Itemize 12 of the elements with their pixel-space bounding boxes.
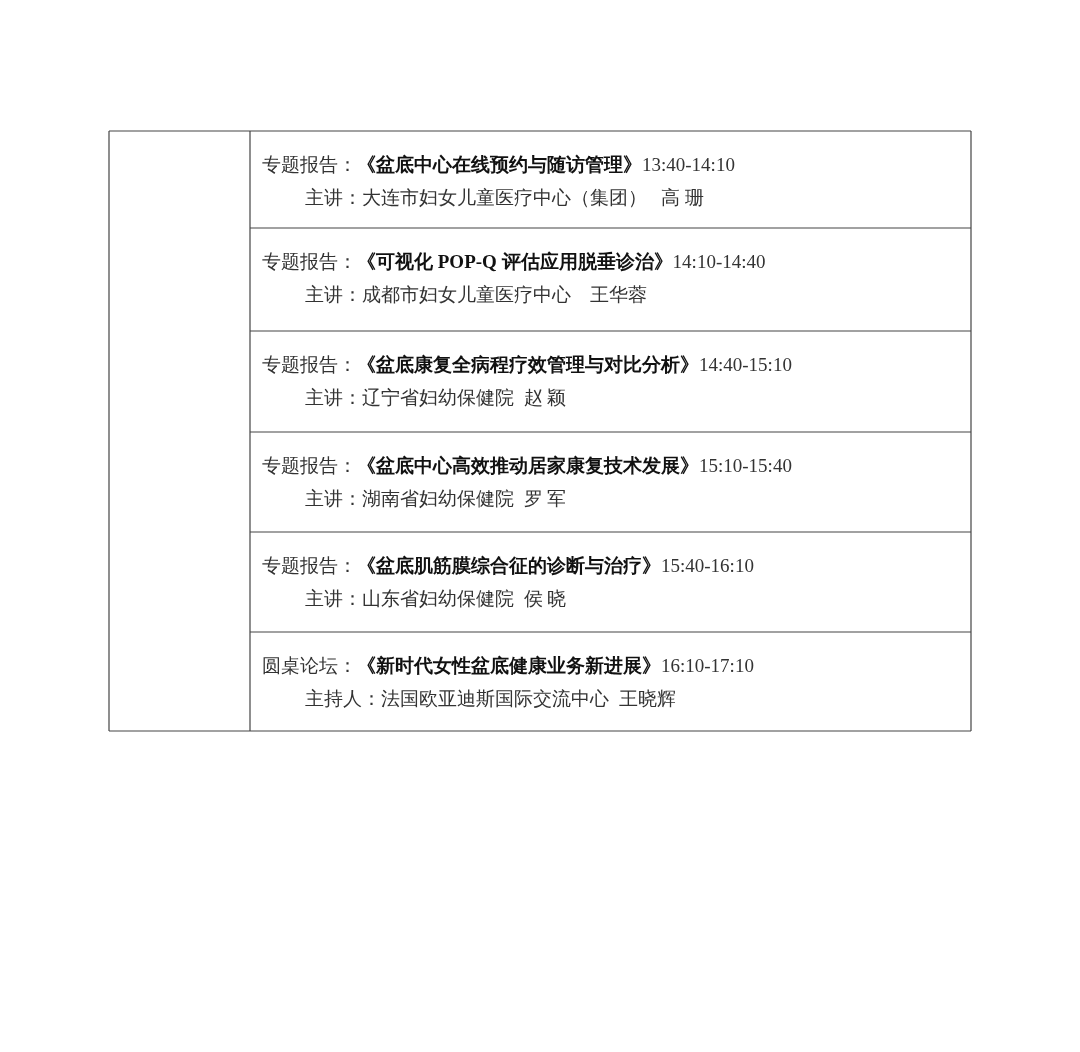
speaker-line: 主讲：辽宁省妇幼保健院 赵 颖 [305, 386, 567, 410]
speaker-line: 主持人：法国欧亚迪斯国际交流中心 王晓辉 [305, 687, 676, 711]
session-title: 专题报告：《盆底中心高效推动居家康复技术发展》15:10-15:40 [262, 454, 792, 478]
speaker-line: 主讲：湖南省妇幼保健院 罗 军 [305, 487, 567, 511]
speaker-line: 主讲：成都市妇女儿童医疗中心 王华蓉 [305, 283, 647, 307]
speaker-line: 主讲：大连市妇女儿童医疗中心（集团） 高 珊 [305, 186, 704, 210]
speaker-line: 主讲：山东省妇幼保健院 侯 晓 [305, 587, 567, 611]
session-title: 专题报告：《可视化 POP-Q 评估应用脱垂诊治》14:10-14:40 [262, 250, 766, 274]
session-title: 圆桌论坛：《新时代女性盆底健康业务新进展》16:10-17:10 [262, 654, 754, 678]
session-title: 专题报告：《盆底中心在线预约与随访管理》13:40-14:10 [262, 153, 735, 177]
session-title: 专题报告：《盆底康复全病程疗效管理与对比分析》14:40-15:10 [262, 353, 792, 377]
session-title: 专题报告：《盆底肌筋膜综合征的诊断与治疗》15:40-16:10 [262, 554, 754, 578]
